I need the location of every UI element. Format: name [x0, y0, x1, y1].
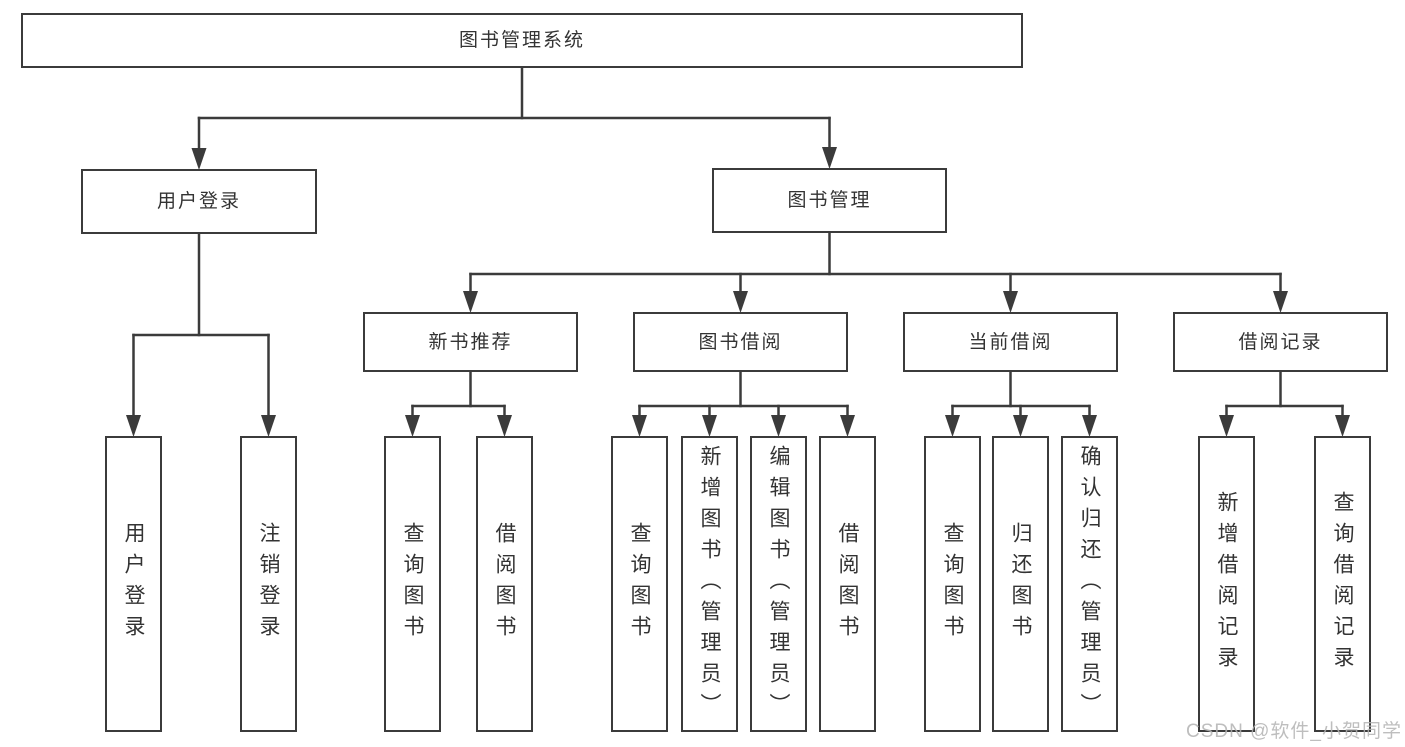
node-label: 编辑图书（管理员） [767, 444, 790, 724]
arrowhead-icon [126, 415, 141, 437]
node-book-mgmt: 图书管理 [712, 168, 947, 233]
arrowhead-icon [1013, 415, 1028, 437]
node-query-borrow-record: 查询借阅记录 [1314, 436, 1371, 732]
node-label: 图书借阅 [698, 331, 783, 353]
arrowhead-icon [191, 148, 207, 170]
node-label: 新增图书（管理员） [698, 444, 721, 724]
node-label: 新增借阅记录 [1215, 491, 1238, 677]
node-label: 借阅记录 [1238, 331, 1323, 353]
arrowhead-icon [733, 291, 748, 313]
node-label: 查询图书 [628, 522, 651, 646]
node-logout: 注销登录 [240, 436, 297, 732]
node-label: 注销登录 [257, 522, 280, 646]
node-label: 确认归还（管理员） [1078, 444, 1101, 724]
node-label: 借阅图书 [493, 522, 516, 646]
arrowhead-icon [1335, 415, 1350, 437]
node-query-books-2: 查询图书 [611, 436, 668, 732]
arrowhead-icon [1219, 415, 1234, 437]
node-borrow-books-1: 借阅图书 [476, 436, 533, 732]
node-book-borrow: 图书借阅 [633, 312, 848, 372]
node-login-group: 用户登录 [81, 169, 317, 234]
node-label: 图书管理 [787, 190, 872, 211]
arrowhead-icon [1273, 291, 1288, 313]
node-label: 新书推荐 [428, 331, 513, 353]
arrowhead-icon [771, 415, 786, 437]
node-edit-book: 编辑图书（管理员） [750, 436, 807, 732]
arrowhead-icon [463, 291, 478, 313]
node-new-book-rec: 新书推荐 [363, 312, 578, 372]
node-label: 用户登录 [156, 191, 241, 212]
arrowhead-icon [1003, 291, 1018, 313]
watermark: CSDN @软件_小贺同学 [1186, 721, 1402, 742]
node-label: 当前借阅 [968, 331, 1053, 353]
node-label: 用户登录 [122, 522, 145, 646]
arrowhead-icon [1082, 415, 1097, 437]
node-root: 图书管理系统 [21, 13, 1023, 68]
node-user-login: 用户登录 [105, 436, 162, 732]
node-current-borrow: 当前借阅 [903, 312, 1118, 372]
arrowhead-icon [261, 415, 276, 437]
node-borrow-records: 借阅记录 [1173, 312, 1388, 372]
node-query-books-3: 查询图书 [924, 436, 981, 732]
arrowhead-icon [497, 415, 512, 437]
node-label: 查询图书 [401, 522, 424, 646]
node-borrow-books-2: 借阅图书 [819, 436, 876, 732]
node-label: 图书管理系统 [458, 30, 585, 51]
arrowhead-icon [632, 415, 647, 437]
node-label: 查询图书 [941, 522, 964, 646]
arrowhead-icon [945, 415, 960, 437]
node-query-books-1: 查询图书 [384, 436, 441, 732]
node-add-borrow-record: 新增借阅记录 [1198, 436, 1255, 732]
node-add-book: 新增图书（管理员） [681, 436, 738, 732]
node-label: 查询借阅记录 [1331, 491, 1354, 677]
arrowhead-icon [840, 415, 855, 437]
arrowhead-icon [702, 415, 717, 437]
node-return-book: 归还图书 [992, 436, 1049, 732]
arrowhead-icon [405, 415, 420, 437]
node-confirm-return: 确认归还（管理员） [1061, 436, 1118, 732]
node-label: 借阅图书 [836, 522, 859, 646]
node-label: 归还图书 [1009, 522, 1032, 646]
arrowhead-icon [822, 147, 837, 169]
